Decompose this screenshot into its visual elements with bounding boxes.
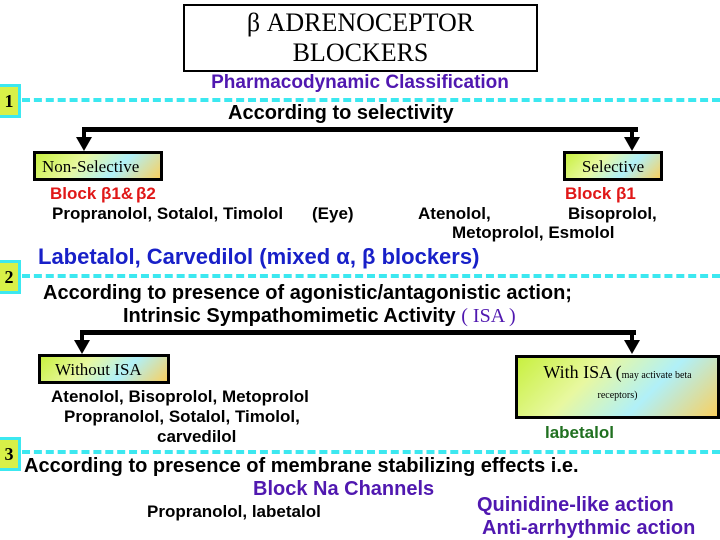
section3-quinidine: Quinidine-like action: [477, 494, 674, 516]
arrow-down-icon: [624, 340, 640, 354]
bracket-1: [82, 127, 638, 132]
bracket-2: [80, 330, 636, 335]
without-drugs1: Atenolol, Bisoprolol, Metoprolol: [51, 387, 309, 406]
section-number-1: 1: [0, 84, 21, 118]
title-line2: BLOCKERS: [292, 38, 429, 67]
selective-box: Selective: [563, 151, 663, 181]
divider-3: [22, 450, 720, 454]
with-isa-note: may activate beta: [621, 370, 692, 381]
with-isa-box: With ISA (may activate beta receptors): [515, 355, 720, 419]
selective-block: Block β1: [565, 184, 636, 203]
nonselective-block-b2: β2: [136, 184, 156, 203]
with-isa-label: With ISA (: [543, 362, 622, 382]
section3-drugs: Propranolol, labetalol: [147, 502, 321, 521]
section3-cutoff: Anti-arrhythmic action: [482, 517, 696, 539]
section2-heading1: According to presence of agonistic/antag…: [43, 282, 572, 304]
section3-heading: According to presence of membrane stabil…: [24, 455, 579, 477]
non-selective-box: Non-Selective: [33, 151, 163, 181]
mixed-blockers: Labetalol, Carvedilol (mixed α, β blocke…: [38, 244, 480, 269]
nonselective-eye: (Eye): [312, 204, 354, 223]
without-drugs2: Propranolol, Sotalol, Timolol,: [64, 407, 300, 426]
section3-block: Block Na Channels: [253, 478, 435, 500]
without-drugs3: carvedilol: [157, 427, 237, 446]
nonselective-block: Block β1&: [50, 184, 134, 203]
subtitle: Pharmacodynamic Classification: [211, 72, 509, 93]
with-isa-note2: receptors): [597, 390, 638, 401]
section-number-3: 3: [0, 437, 21, 471]
selective-drugs3: Metoprolol, Esmolol: [452, 223, 615, 242]
bracket-right: [630, 127, 634, 139]
bracket-left: [80, 330, 84, 341]
without-isa-box: Without ISA: [38, 354, 170, 384]
selective-drugs2: Bisoprolol,: [568, 204, 657, 223]
section2-heading2-wrap: Intrinsic Sympathomimetic Activity ( ISA…: [123, 305, 516, 328]
with-drugs: labetalol: [545, 423, 614, 442]
isa-label: ( ISA ): [461, 305, 516, 327]
divider-1: [22, 98, 720, 102]
section2-heading2: Intrinsic Sympathomimetic Activity: [123, 305, 456, 327]
title-box: β ADRENOCEPTOR BLOCKERS: [183, 4, 538, 72]
bracket-right: [630, 330, 634, 341]
arrow-down-icon: [76, 137, 92, 151]
selective-drugs1: Atenolol,: [418, 204, 491, 223]
nonselective-drugs: Propranolol, Sotalol, Timolol: [52, 204, 284, 223]
section-number-2: 2: [0, 260, 21, 294]
section1-heading: According to selectivity: [228, 102, 454, 124]
arrow-down-icon: [74, 340, 90, 354]
arrow-down-icon: [624, 137, 640, 151]
bracket-left: [82, 127, 86, 139]
divider-2: [22, 274, 720, 278]
title-line1: β ADRENOCEPTOR: [246, 8, 475, 37]
